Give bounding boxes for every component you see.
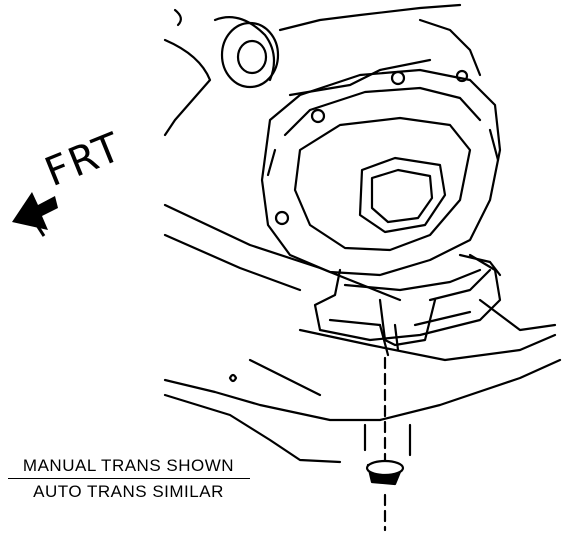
caption-auto-trans: AUTO TRANS SIMILAR xyxy=(33,482,224,501)
caption-divider xyxy=(8,478,250,479)
transmission-mount xyxy=(313,253,502,357)
frame-rail xyxy=(163,203,562,464)
upper-bracket xyxy=(163,3,482,137)
transmission-case xyxy=(260,68,502,277)
mount-bolt xyxy=(365,356,405,532)
caption-manual-trans: MANUAL TRANS SHOWN xyxy=(22,456,235,475)
front-arrow-icon xyxy=(12,192,58,237)
